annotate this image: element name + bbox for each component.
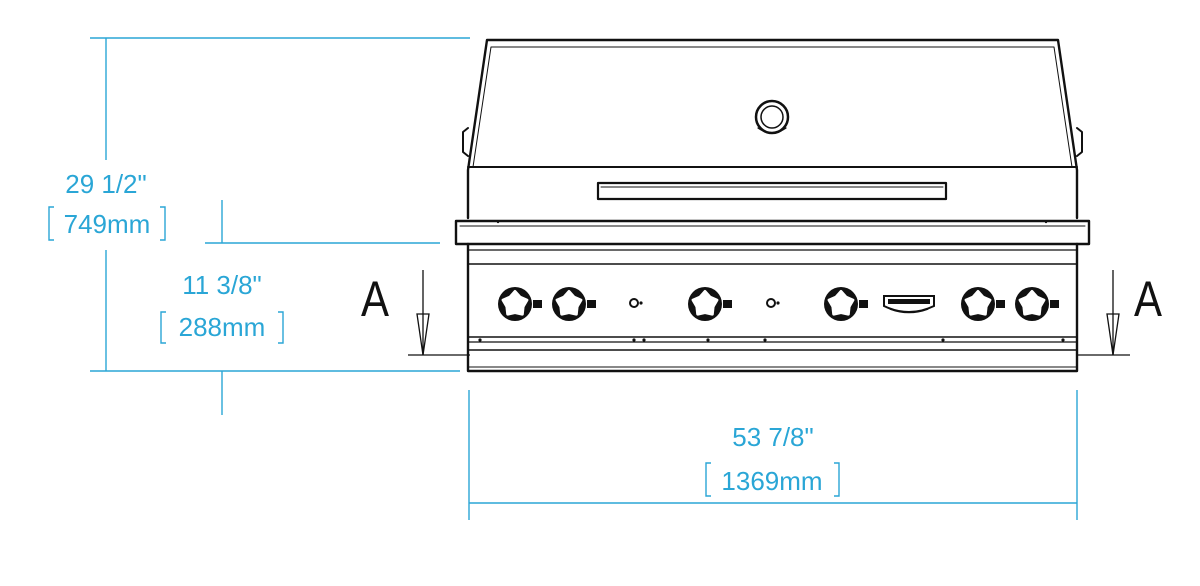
hood-inner-outline — [472, 46, 1073, 168]
rivet — [642, 338, 646, 342]
thermometer-shadow — [757, 127, 787, 134]
igniter-button — [766, 298, 776, 308]
hood-outline — [466, 38, 1079, 220]
overall-height-imperial: 29 1/2" — [65, 169, 147, 199]
igniter-indicator — [639, 301, 643, 305]
knob-grip — [691, 290, 719, 316]
knob-pointer — [723, 300, 732, 308]
width-dimension: 53 7/8" 1369mm — [468, 390, 1078, 520]
width-imperial: 53 7/8" — [732, 422, 814, 452]
igniter-button — [629, 298, 639, 308]
section-label-right: A — [1134, 271, 1163, 327]
knob-grip — [555, 290, 583, 316]
rivet — [632, 338, 636, 342]
thermometer-face — [760, 105, 784, 129]
rivet — [941, 338, 945, 342]
frame-ledge — [454, 219, 1091, 246]
knob-pointer — [1050, 300, 1059, 308]
section-mark-left: A — [361, 270, 470, 356]
base-height-bracket-right — [278, 311, 284, 344]
overall-height-metric: 749mm — [64, 209, 151, 239]
igniter-right — [766, 298, 780, 308]
grill-base — [454, 219, 1091, 373]
igniter-indicator — [776, 301, 780, 305]
section-label-left: A — [361, 271, 390, 327]
burner-knob — [688, 287, 732, 321]
rivet — [496, 220, 500, 224]
hood-handle — [596, 181, 948, 201]
section-arrow-right-head — [1106, 313, 1120, 356]
knob-pointer — [996, 300, 1005, 308]
rivet — [1044, 220, 1048, 224]
rivet — [1061, 338, 1065, 342]
knob-grip — [964, 290, 992, 316]
knob-grip — [827, 290, 855, 316]
igniter-left — [629, 298, 643, 308]
overall-height-bracket-left — [48, 206, 54, 241]
panel-rivets — [478, 220, 1065, 342]
section-arrow-left-head — [416, 313, 430, 356]
overall-height-dimension: 29 1/2" 749mm — [48, 37, 470, 372]
burner-knob — [552, 287, 596, 321]
overall-height-bracket-right — [160, 206, 166, 241]
base-height-dimension: 11 3/8" 288mm — [160, 200, 440, 415]
width-bracket-right — [834, 462, 840, 497]
hinge-left — [462, 127, 469, 157]
knob-pointer — [859, 300, 868, 308]
rivet — [763, 338, 767, 342]
control-panel-body — [466, 242, 1079, 373]
section-mark-right: A — [1077, 270, 1163, 356]
width-metric: 1369mm — [721, 466, 822, 496]
brand-badge — [883, 295, 935, 314]
rivet — [478, 338, 482, 342]
burner-knob — [824, 287, 868, 321]
base-height-bracket-left — [160, 311, 166, 344]
width-bracket-left — [705, 462, 711, 497]
base-height-metric: 288mm — [179, 312, 266, 342]
knob-pointer — [533, 300, 542, 308]
hinge-right — [1076, 127, 1083, 157]
burner-knobs — [498, 287, 1059, 321]
knob-pointer — [587, 300, 596, 308]
burner-knob — [961, 287, 1005, 321]
base-height-imperial: 11 3/8" — [182, 270, 262, 300]
knob-grip — [1018, 290, 1046, 316]
burner-knob — [498, 287, 542, 321]
knob-grip — [501, 290, 529, 316]
badge-curve — [889, 308, 929, 314]
burner-knob — [1015, 287, 1059, 321]
thermometer — [754, 99, 790, 135]
badge-inner — [888, 299, 930, 304]
rivet — [706, 338, 710, 342]
grill-hood — [462, 38, 1083, 220]
